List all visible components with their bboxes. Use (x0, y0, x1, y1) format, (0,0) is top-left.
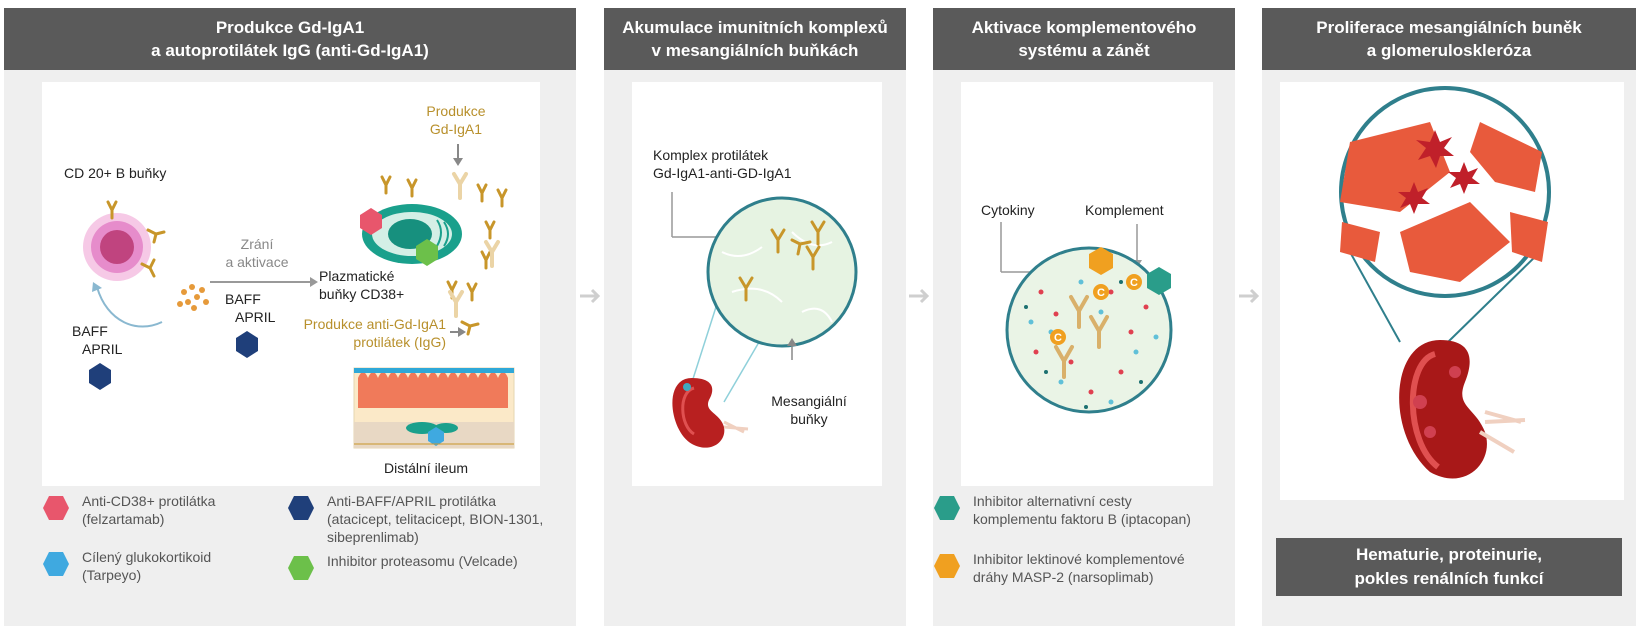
complement-c-mark: C (1054, 332, 1062, 344)
baff-april-hexagon-icon (89, 363, 111, 390)
cytokines-label: Cytokiny (981, 202, 1035, 218)
panel-complement: Aktivace komplementového systému a zánět (933, 8, 1235, 626)
panel-header: Proliferace mesangiálních buněk a glomer… (1262, 8, 1636, 70)
complement-c-mark: C (1097, 287, 1105, 299)
panel-header: Akumulace imunitních komplexů v mesangiá… (604, 8, 906, 70)
panel-production: Produkce Gd-IgA1 a autoprotilátek IgG (a… (4, 8, 576, 626)
blue-hexagon-icon (43, 552, 69, 576)
plasma-cell-label: Plazmatické buňky CD38+ (319, 268, 405, 302)
proteasome-hexagon-icon (416, 239, 438, 266)
legend-item: Inhibitor alternativní cesty komplementu… (933, 492, 1191, 528)
flow-arrow-icon (909, 288, 930, 304)
green-hexagon-icon (288, 556, 314, 580)
diagram-canvas (1280, 82, 1624, 500)
complement-c-mark: C (1130, 277, 1138, 289)
complement-illustration: C C C (1000, 222, 1173, 414)
proliferation-illustration (1339, 86, 1551, 479)
kidney-icon (672, 378, 749, 448)
baff-label-2: BAFF APRIL (225, 291, 276, 325)
immune-complex-label: Komplex protilátek Gd-IgA1-anti-GD-IgA1 (653, 147, 792, 181)
diagram-canvas: Komplex protilátek Gd-IgA1-anti-GD-IgA1 … (632, 82, 882, 486)
panel-header: Produkce Gd-IgA1 a autoprotilátek IgG (a… (4, 8, 576, 70)
b-cell-icon (83, 213, 151, 281)
legend-item: Anti-BAFF/APRIL protilátka (atacicept, t… (287, 492, 543, 546)
zoom-circle (1005, 246, 1173, 414)
legend-item: Cílený glukokortikoid (Tarpeyo) (42, 548, 211, 584)
gd-iga1-production-label: Produkce Gd-IgA1 (426, 103, 486, 137)
navy-hexagon-icon (288, 496, 314, 520)
cd38-hexagon-icon (360, 208, 382, 235)
diagram-canvas: CD 20+ B buňky BAFF APRIL Zrání a aktiva… (42, 82, 540, 486)
proliferating-cell-icon (1398, 130, 1480, 214)
orange-hexagon-icon (1089, 247, 1113, 275)
kidney-icon (1399, 340, 1526, 479)
cd20-label: CD 20+ B buňky (64, 165, 167, 181)
legend-item: Inhibitor lektinové komplementové dráhy … (933, 550, 1185, 586)
legend-item: Anti-CD38+ protilátka (felzartamab) (42, 492, 215, 528)
mesangial-cells-label: Mesangiální buňky (771, 393, 847, 427)
glucocorticoid-hexagon-icon (428, 427, 444, 446)
zoom-circle (706, 196, 858, 348)
diagram-canvas: C C C Cytokiny Komplement (961, 82, 1213, 486)
flow-arrow-icon (1239, 288, 1260, 304)
accumulation-illustration (671, 192, 858, 448)
ileum-icon (353, 367, 515, 449)
complement-label: Komplement (1085, 202, 1164, 218)
panel-header: Aktivace komplementového systému a zánět (933, 8, 1235, 70)
maturation-label: Zrání a aktivace (225, 236, 289, 270)
flow-arrow-icon (580, 288, 601, 304)
outcome-banner: Hematurie, proteinurie, pokles renálních… (1276, 538, 1622, 596)
teal-hexagon-icon (934, 496, 960, 520)
baff-april-hexagon-icon (236, 331, 258, 358)
teal-hexagon-icon (1147, 267, 1171, 295)
panel-accumulation: Akumulace imunitních komplexů v mesangiá… (604, 8, 906, 626)
legend-item: Inhibitor proteasomu (Velcade) (287, 552, 518, 582)
baff-label: BAFF APRIL (72, 323, 123, 357)
production-illustration (83, 144, 515, 449)
orange-hexagon-icon (934, 554, 960, 578)
ileum-label: Distální ileum (384, 460, 469, 476)
panel-proliferation: Proliferace mesangiálních buněk a glomer… (1262, 8, 1636, 626)
pink-hexagon-icon (43, 496, 69, 520)
anti-gd-iga1-production-label: Produkce anti-Gd-IgA1 protilátek (IgG) (303, 316, 446, 350)
